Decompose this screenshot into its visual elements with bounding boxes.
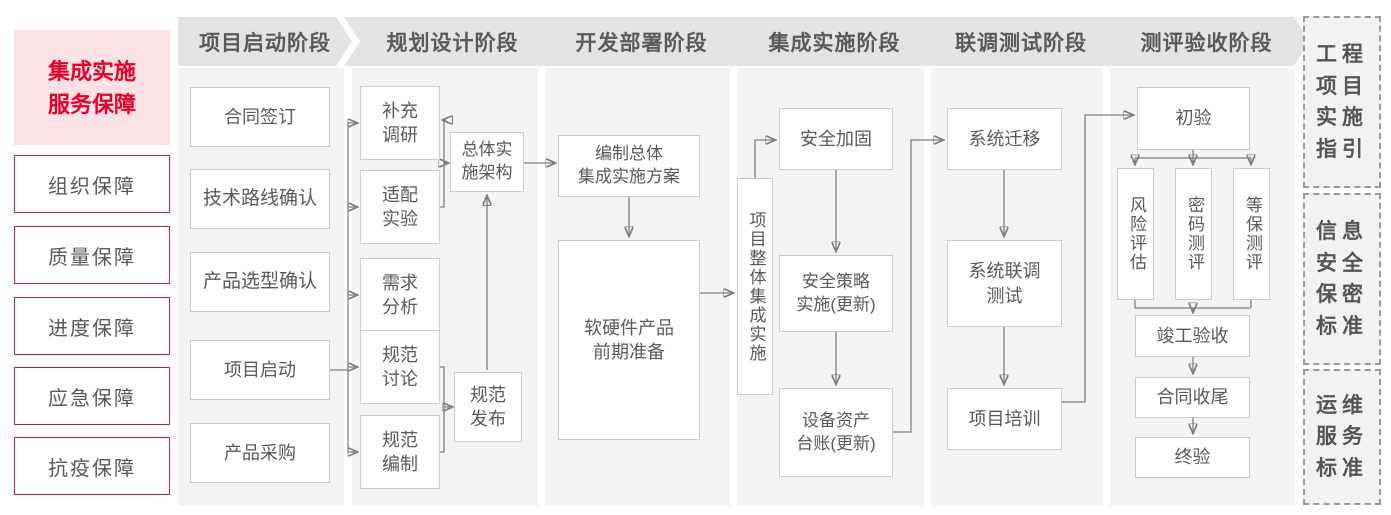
- node-mlps-evaluation: 等保测评: [1233, 168, 1270, 300]
- node-overall-integration-plan: 编制总体 集成实施方案: [558, 135, 700, 197]
- sidebar-item-schedule: 进度保障: [14, 297, 170, 355]
- node-contract-signing: 合同签订: [190, 87, 330, 147]
- phase-header-dev-deployment: 开发部署阶段: [530, 17, 745, 66]
- standard-info-security-confidentiality: 信息 安全 保密 标准: [1303, 193, 1381, 365]
- node-system-migration: 系统迁移: [947, 108, 1062, 170]
- node-supplementary-research: 补充 调研: [360, 86, 440, 160]
- node-overall-integration-impl: 项目整体集成实施: [737, 178, 773, 395]
- node-spec-discussion: 规范 讨论: [360, 330, 440, 404]
- node-project-training: 项目培训: [947, 388, 1062, 450]
- node-tech-route-confirm: 技术路线确认: [190, 169, 330, 229]
- phase-header-project-kickoff: 项目启动阶段: [178, 17, 352, 66]
- node-product-selection-confirm: 产品选型确认: [190, 252, 330, 312]
- node-crypto-evaluation: 密码测评: [1175, 168, 1212, 300]
- node-overall-impl-architecture: 总体实 施架构: [450, 132, 524, 192]
- node-hw-sw-preparation: 软硬件产品 前期准备: [558, 240, 700, 440]
- node-final-acceptance: 终验: [1135, 437, 1250, 478]
- node-project-kickoff: 项目启动: [190, 340, 330, 400]
- standard-project-implementation-guide: 工程 项目 实施 指引: [1303, 16, 1381, 188]
- phase-header-planning-design: 规划设计阶段: [344, 17, 553, 66]
- sidebar-item-epidemic: 抗疫保障: [14, 437, 170, 495]
- sidebar-item-emergency: 应急保障: [14, 367, 170, 425]
- node-spec-drafting: 规范 编制: [360, 415, 440, 489]
- node-security-policy-impl: 安全策略 实施(更新): [779, 255, 893, 332]
- sidebar-item-quality: 质量保障: [14, 226, 170, 284]
- node-asset-ledger-update: 设备资产 台账(更新): [779, 388, 893, 477]
- sidebar-title: 集成实施 服务保障: [14, 30, 170, 145]
- sidebar-item-organization: 组织保障: [14, 155, 170, 213]
- phase-header-joint-testing: 联调测试阶段: [916, 17, 1118, 66]
- node-adaptation-test: 适配 实验: [360, 170, 440, 244]
- phase-header-integration-impl: 集成实施阶段: [722, 17, 939, 66]
- node-product-procurement: 产品采购: [190, 423, 330, 483]
- node-system-joint-test: 系统联调 测试: [947, 240, 1062, 327]
- phase-header-evaluation-acceptance: 测评验收阶段: [1095, 17, 1310, 66]
- node-contract-closeout: 合同收尾: [1135, 377, 1250, 418]
- node-initial-acceptance: 初验: [1137, 87, 1250, 150]
- standard-om-service: 运维 服务 标准: [1303, 369, 1381, 505]
- node-security-hardening: 安全加固: [779, 108, 893, 170]
- node-risk-assessment: 风险评估: [1117, 168, 1154, 300]
- node-requirement-analysis: 需求 分析: [360, 258, 440, 332]
- node-completion-acceptance: 竣工验收: [1135, 315, 1250, 357]
- node-spec-release: 规范 发布: [454, 372, 522, 442]
